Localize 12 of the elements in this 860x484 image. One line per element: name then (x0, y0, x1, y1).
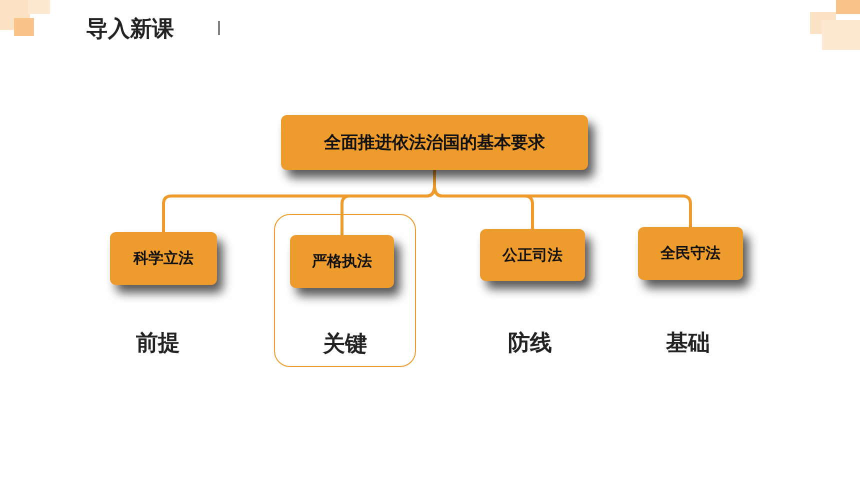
concept-box: 科学立法 (110, 232, 217, 285)
concept-box: 全面推进依法治国的基本要求 (281, 115, 588, 170)
caption-label: 防线 (508, 329, 552, 358)
caption-label: 基础 (666, 329, 710, 358)
caption-label: 关键 (323, 330, 367, 359)
caption-label: 前提 (136, 329, 180, 358)
concept-box: 全民守法 (638, 227, 743, 280)
highlight-frame (274, 214, 416, 367)
concept-box: 公正司法 (480, 229, 585, 281)
connector-line (433, 170, 692, 227)
slide-title: 导入新课 (86, 16, 174, 44)
concept-box: 严格执法 (290, 235, 394, 288)
